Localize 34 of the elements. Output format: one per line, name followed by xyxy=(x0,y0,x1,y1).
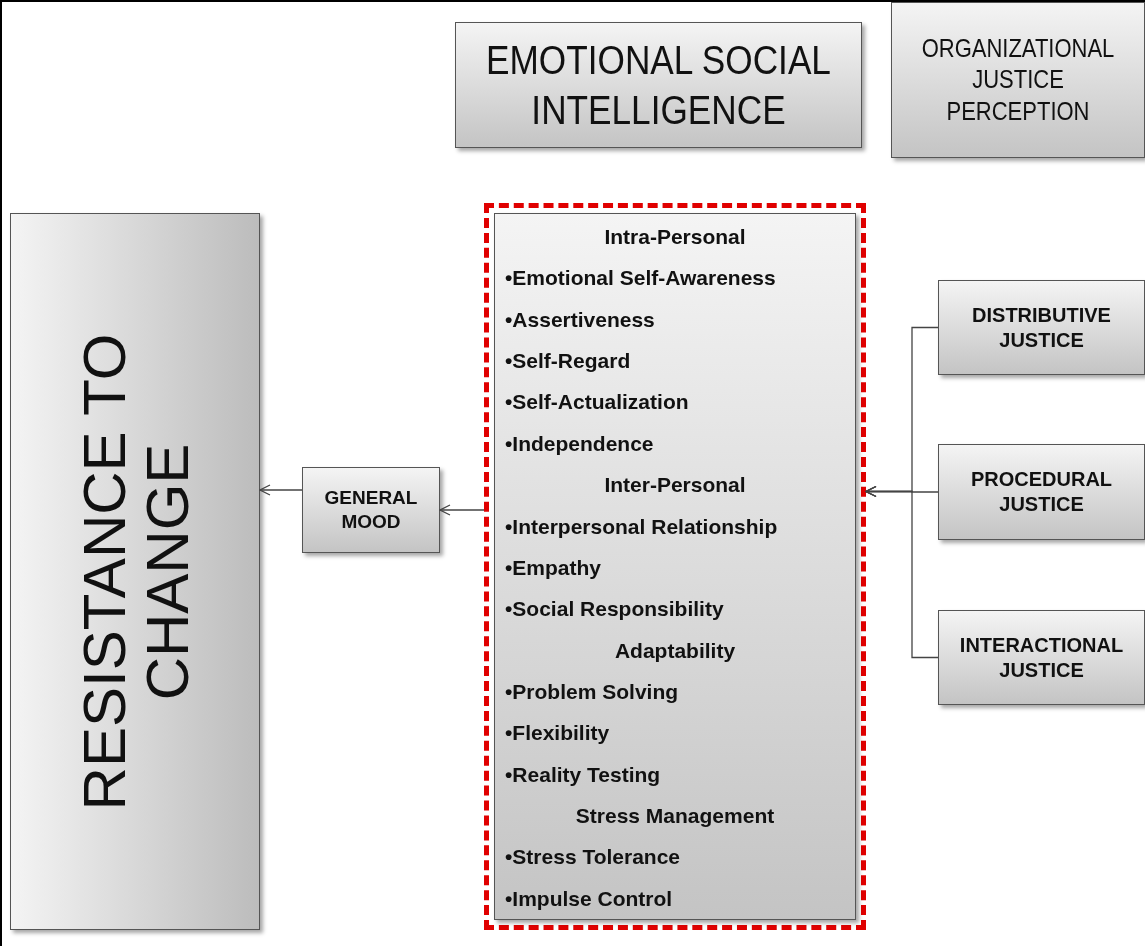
category-heading: Intra-Personal xyxy=(603,224,747,250)
factor-box xyxy=(938,280,1145,375)
box-title: INTERACTIONAL JUSTICE xyxy=(958,632,1125,683)
box-title: EMOTIONAL SOCIAL INTELLIGENCE xyxy=(485,37,832,134)
box-title: DISTRIBUTIVE JUSTICE xyxy=(971,302,1112,353)
list-item: •Emotional Self-Awareness xyxy=(505,265,777,291)
category-heading: Stress Management xyxy=(574,803,776,829)
arrow xyxy=(865,485,939,659)
list-item: •Interpersonal Relationship xyxy=(505,513,779,539)
category-heading: Inter-Personal xyxy=(603,472,747,498)
header-box xyxy=(891,2,1145,158)
box-title: GENERAL MOOD xyxy=(323,486,419,534)
factor-box xyxy=(302,467,440,553)
list-item: •Self-Regard xyxy=(505,348,632,374)
factor-box xyxy=(938,444,1145,540)
box-title: PROCEDURAL JUSTICE xyxy=(969,467,1114,517)
list-item: •Empathy xyxy=(505,554,603,581)
header-box xyxy=(455,22,862,148)
outcome-box xyxy=(10,213,260,930)
list-item: •Social Responsibility xyxy=(505,596,725,622)
arrow xyxy=(439,504,485,516)
list-item: •Assertiveness xyxy=(505,306,656,332)
list-item: •Problem Solving xyxy=(505,678,680,705)
factor-box xyxy=(938,610,1145,705)
list-item: •Self-Actualization xyxy=(505,389,690,415)
arrow xyxy=(259,484,303,496)
list-item: •Independence xyxy=(505,430,655,456)
category-heading: Adaptability xyxy=(613,637,737,663)
list-item: •Stress Tolerance xyxy=(505,844,682,870)
list-item: •Impulse Control xyxy=(505,885,674,911)
box-title: RESISTANCE TO CHANGE xyxy=(72,332,198,812)
list-item: •Reality Testing xyxy=(505,761,662,787)
list-item: •Flexibility xyxy=(505,720,611,746)
box-title: ORGANIZATIONAL JUSTICE PERCEPTION xyxy=(920,33,1116,127)
